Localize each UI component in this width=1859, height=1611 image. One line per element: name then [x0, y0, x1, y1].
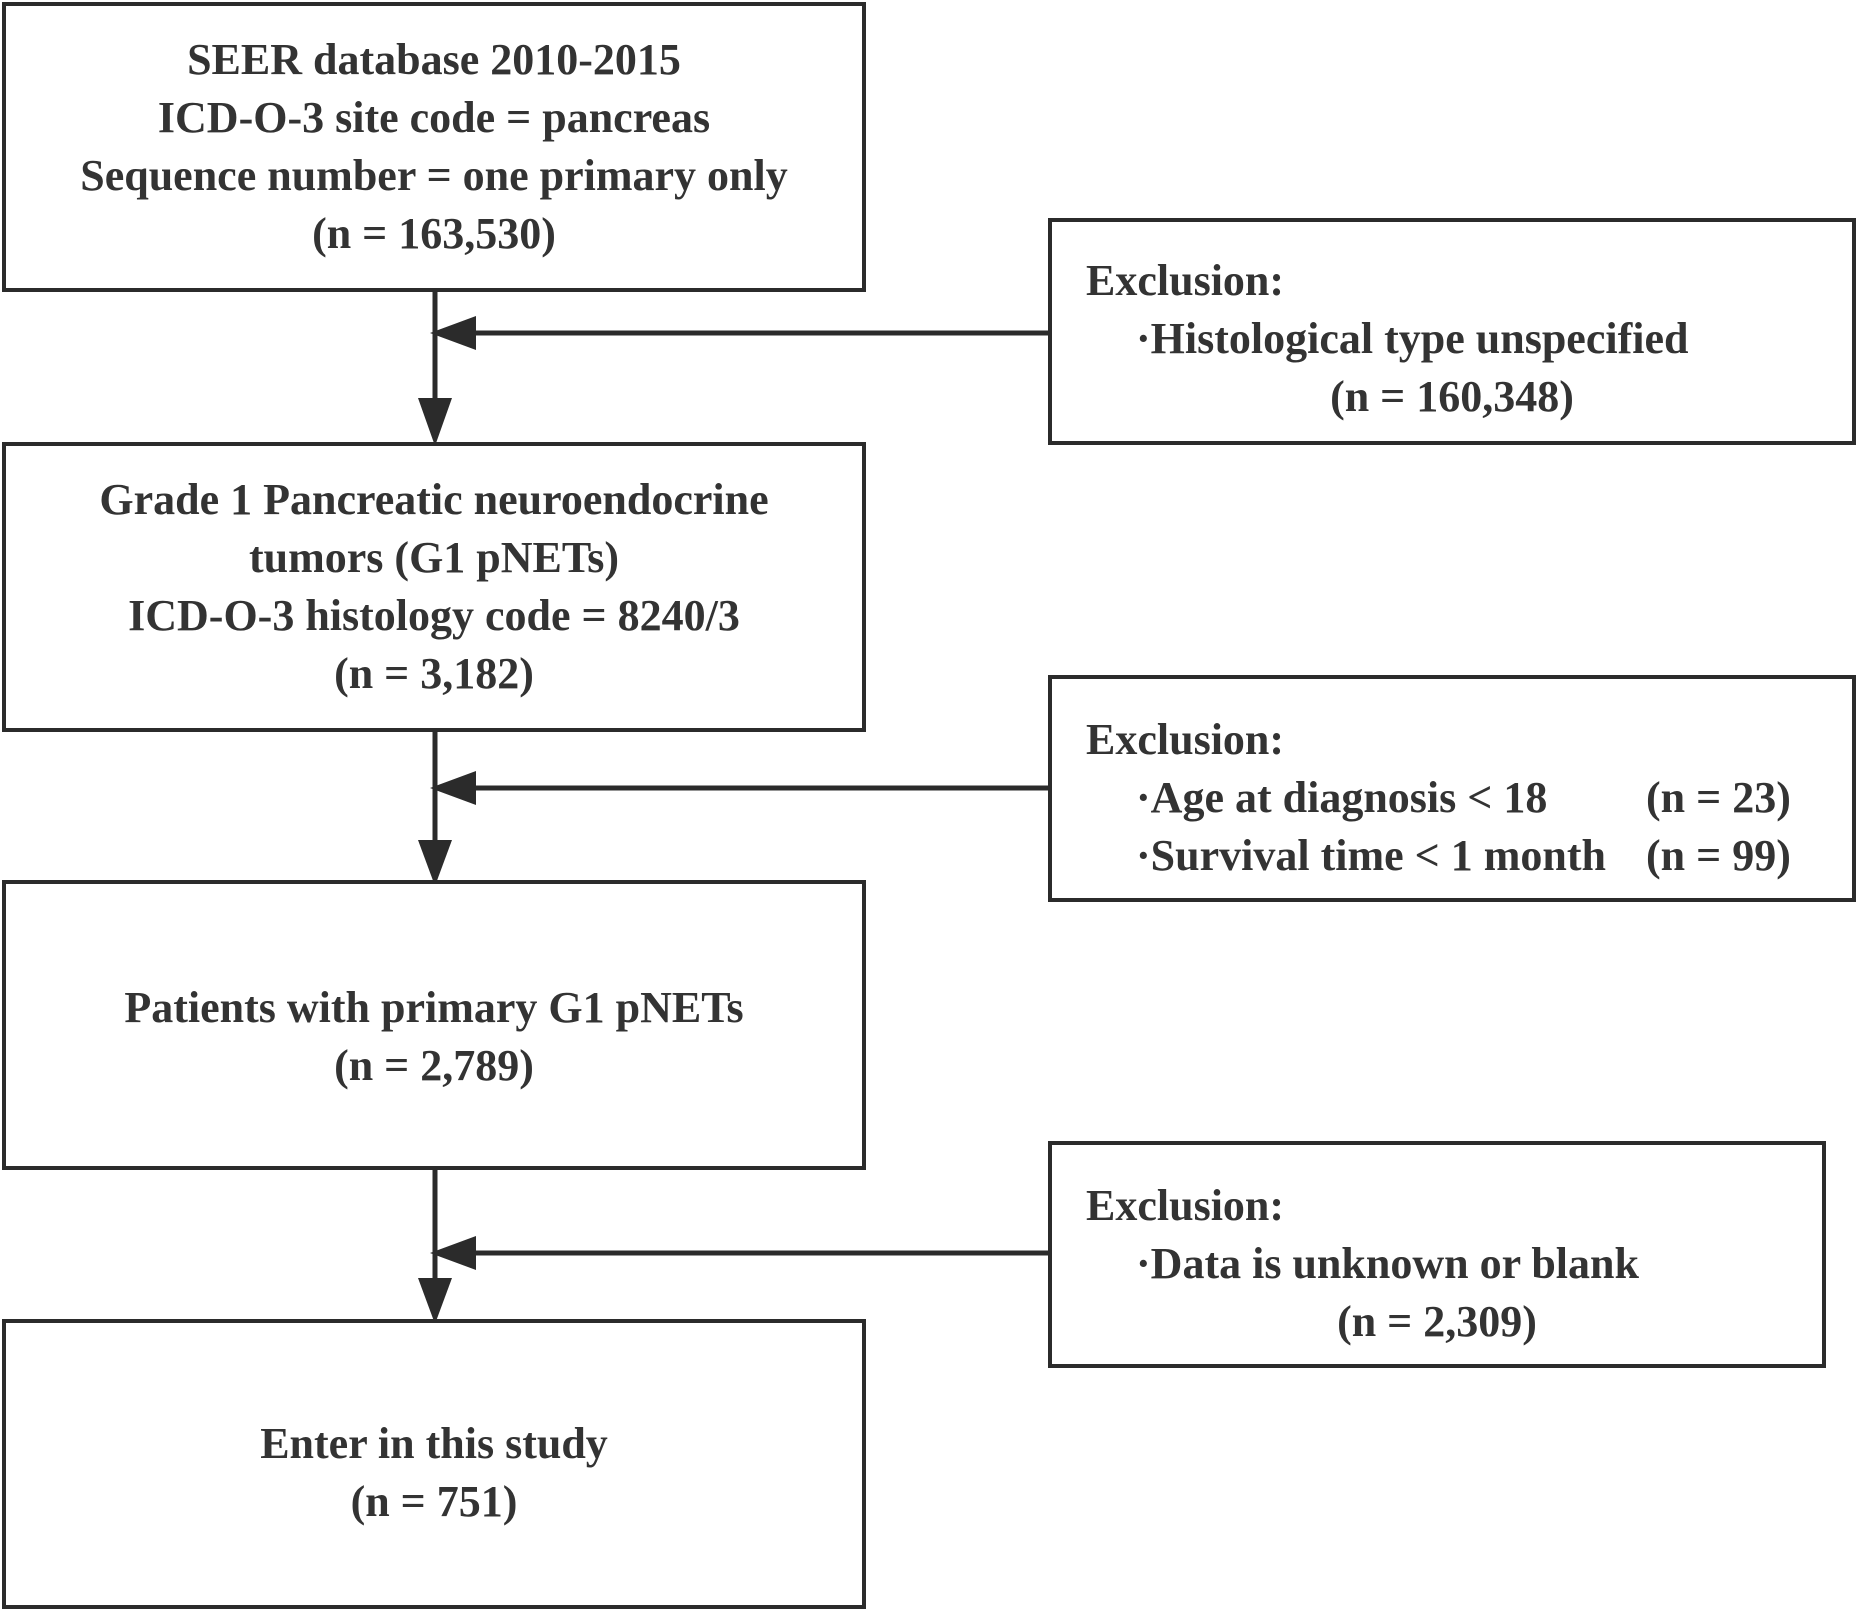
- exclusion-item-survival-text: ·Survival time < 1 month: [1136, 831, 1606, 880]
- exclusion-box-1: Exclusion: ·Histological type unspecifie…: [1048, 218, 1856, 445]
- patients-box: Patients with primary G1 pNETs (n = 2,78…: [2, 880, 866, 1170]
- exclusion-item-age: ·Age at diagnosis < 18 (n = 23): [1086, 769, 1852, 827]
- exclusion-title-3: Exclusion:: [1086, 1181, 1285, 1230]
- exclusion-item-survival: ·Survival time < 1 month (n = 99): [1086, 827, 1852, 885]
- exclusion-item-histological: ·Histological type unspecified: [1136, 314, 1689, 363]
- exclusion-title-2: Exclusion:: [1086, 715, 1285, 764]
- arrow-left-1: [430, 316, 476, 350]
- g1-pnets-box: Grade 1 Pancreatic neuroendocrine tumors…: [2, 442, 866, 732]
- g1-pnets-count: (n = 3,182): [334, 649, 534, 698]
- patients-label: Patients with primary G1 pNETs: [124, 983, 744, 1032]
- seer-title: SEER database 2010-2015: [187, 35, 681, 84]
- exclusion-item-survival-count: (n = 99): [1646, 831, 1791, 880]
- seer-site-code: ICD-O-3 site code = pancreas: [157, 93, 711, 142]
- g1-pnets-line2: tumors (G1 pNETs): [249, 533, 619, 582]
- study-box: Enter in this study (n = 751): [2, 1319, 866, 1609]
- seer-database-box: SEER database 2010-2015 ICD-O-3 site cod…: [2, 2, 866, 292]
- arrow-left-3: [430, 1236, 476, 1270]
- g1-pnets-histology-code: ICD-O-3 histology code = 8240/3: [128, 591, 740, 640]
- exclusion-item-unknown-data: ·Data is unknown or blank: [1136, 1239, 1639, 1288]
- patients-count: (n = 2,789): [334, 1041, 534, 1090]
- exclusion-count-1: (n = 160,348): [1330, 372, 1574, 421]
- exclusion-box-3: Exclusion: ·Data is unknown or blank (n …: [1048, 1141, 1826, 1368]
- seer-count: (n = 163,530): [312, 209, 556, 258]
- study-label: Enter in this study: [260, 1419, 608, 1468]
- exclusion-item-age-text: ·Age at diagnosis < 18: [1136, 773, 1548, 822]
- exclusion-title-1: Exclusion:: [1086, 256, 1285, 305]
- exclusion-box-2: Exclusion: ·Age at diagnosis < 18 (n = 2…: [1048, 675, 1856, 902]
- g1-pnets-line1: Grade 1 Pancreatic neuroendocrine: [99, 475, 769, 524]
- arrow-down-2: [418, 840, 452, 886]
- arrow-down-3: [418, 1278, 452, 1324]
- exclusion-count-3: (n = 2,309): [1337, 1297, 1537, 1346]
- seer-sequence-number: Sequence number = one primary only: [80, 151, 788, 200]
- study-count: (n = 751): [350, 1477, 518, 1526]
- arrow-down-1: [418, 398, 452, 446]
- arrow-left-2: [430, 771, 476, 805]
- exclusion-item-age-count: (n = 23): [1646, 773, 1791, 822]
